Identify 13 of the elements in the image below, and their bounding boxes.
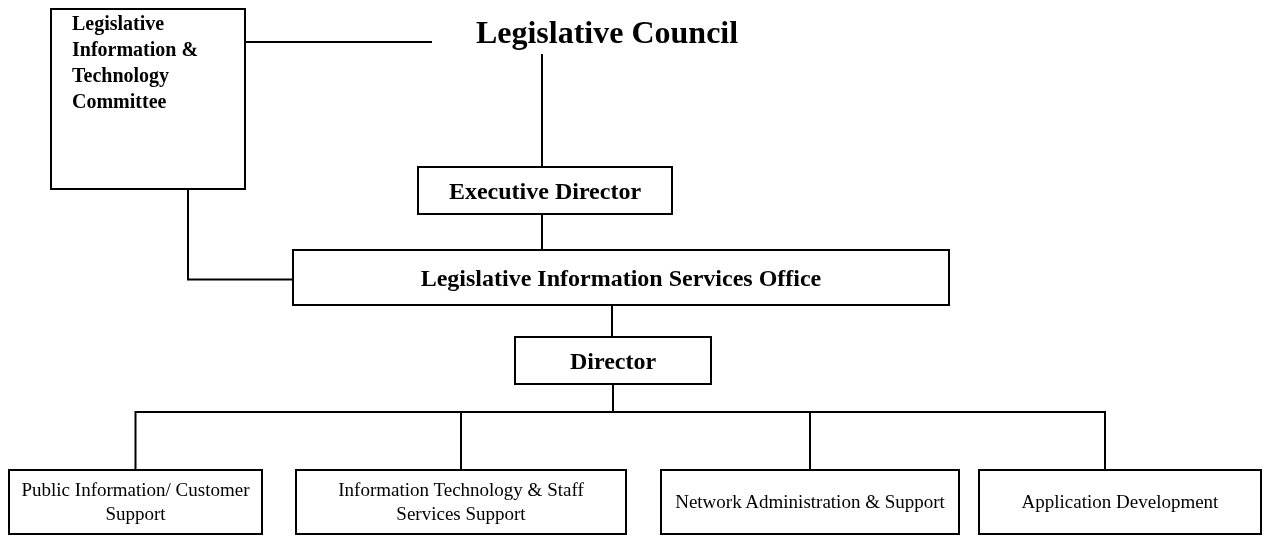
org-box: Application Development bbox=[978, 469, 1262, 535]
connector-line bbox=[245, 41, 433, 43]
org-box: Director bbox=[514, 336, 712, 385]
org-box: Information Technology & Staff Services Support bbox=[295, 469, 627, 535]
org-box: Legislative Information Services Office bbox=[292, 249, 950, 306]
connector-line bbox=[541, 214, 543, 250]
org-box: Executive Director bbox=[417, 166, 673, 215]
org-box: Network Administration & Support bbox=[660, 469, 960, 535]
connector-line bbox=[541, 53, 543, 167]
org-box: Legislative Information & Technology Committee bbox=[50, 8, 246, 190]
connector-line bbox=[611, 305, 613, 337]
org-box: Public Information/ Customer Support bbox=[8, 469, 263, 535]
connector-line bbox=[187, 189, 293, 281]
